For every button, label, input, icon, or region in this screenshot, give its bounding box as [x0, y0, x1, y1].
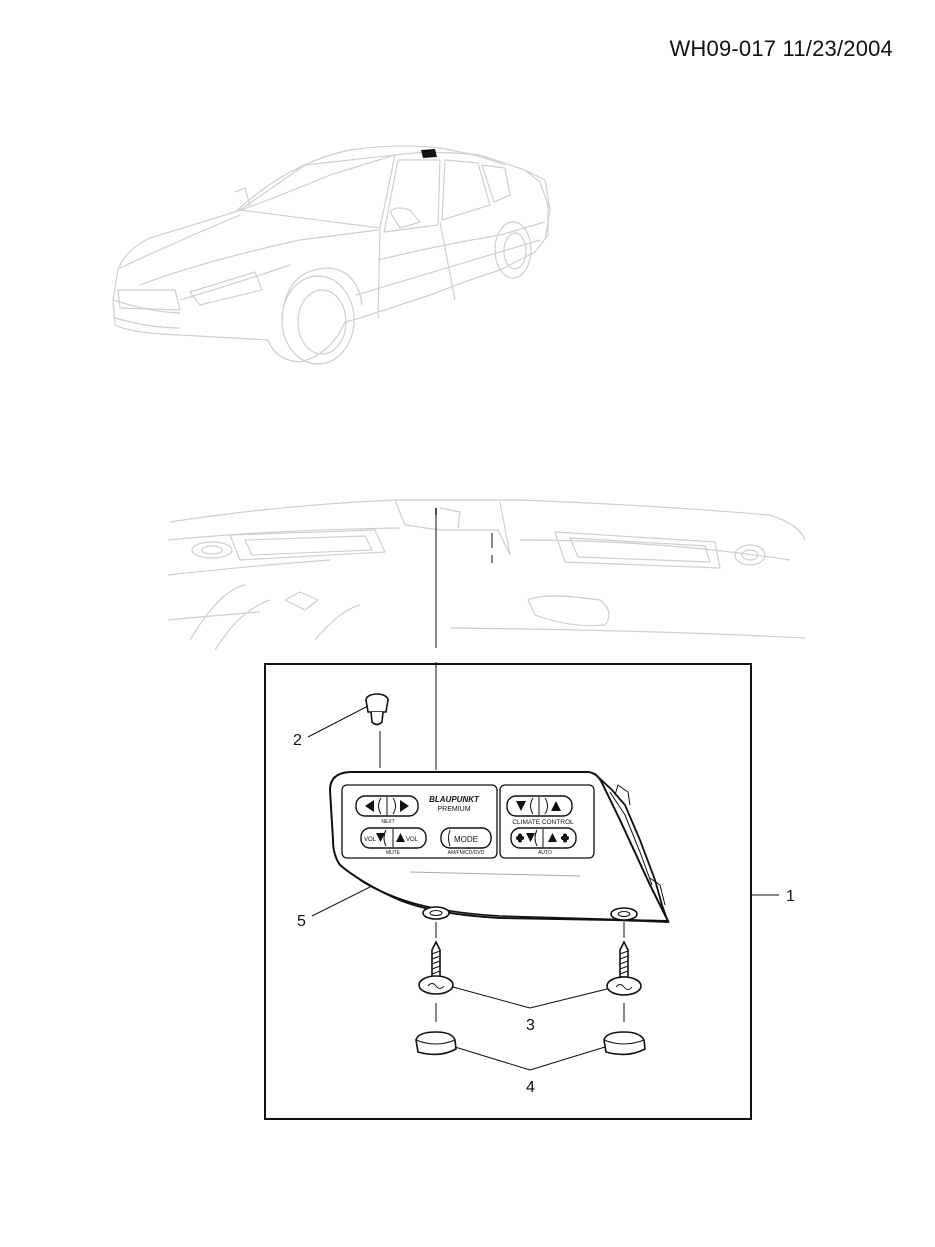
part-4-cap-right — [603, 1031, 646, 1056]
fan-icon — [561, 833, 569, 843]
down-arrow-icon — [516, 801, 526, 811]
up-arrow-icon — [548, 833, 557, 842]
diagram-code: WH09-017 11/23/2004 — [669, 36, 893, 61]
callout-1: 1 — [786, 888, 795, 905]
volume-up-label: VOL — [406, 837, 419, 843]
callout-5: 5 — [297, 913, 306, 930]
headliner-illustration — [167, 499, 806, 651]
fan-icon — [516, 833, 524, 843]
up-arrow-icon — [551, 801, 561, 811]
source-label: AM/FM/CD/DVD — [448, 850, 485, 856]
mute-label: MUTE — [386, 850, 401, 856]
down-arrow-icon — [376, 833, 385, 842]
part-2-clip — [365, 693, 389, 768]
brand-label: BLAUPUNKT — [429, 795, 480, 804]
detail-frame — [264, 663, 752, 1120]
next-label: NEXT — [381, 819, 394, 825]
mode-label: MODE — [454, 835, 478, 844]
part-3-screw-left — [418, 922, 454, 995]
auto-label: AUTO — [538, 850, 552, 856]
left-arrow-icon — [365, 800, 374, 812]
climate-controls: CLIMATE CONTROL AUTO — [506, 795, 577, 856]
part-4-cap-left — [415, 1031, 457, 1056]
right-arrow-icon — [400, 800, 409, 812]
callout-4: 4 — [526, 1079, 535, 1096]
callout-3: 3 — [526, 1017, 535, 1034]
climate-control-label: CLIMATE CONTROL — [512, 819, 574, 826]
callout-2: 2 — [293, 732, 302, 749]
mode-button — [440, 827, 492, 849]
volume-down-label: VOL — [364, 837, 377, 843]
model-label: PREMIUM — [437, 806, 470, 813]
down-arrow-icon — [526, 833, 535, 842]
up-arrow-icon — [396, 833, 405, 842]
part-3-screw-right — [606, 922, 642, 996]
radio-controls: NEXT BLAUPUNKT PREMIUM VOL VOL MUTE MODE… — [355, 795, 492, 856]
vehicle-overview-illustration — [112, 145, 551, 365]
